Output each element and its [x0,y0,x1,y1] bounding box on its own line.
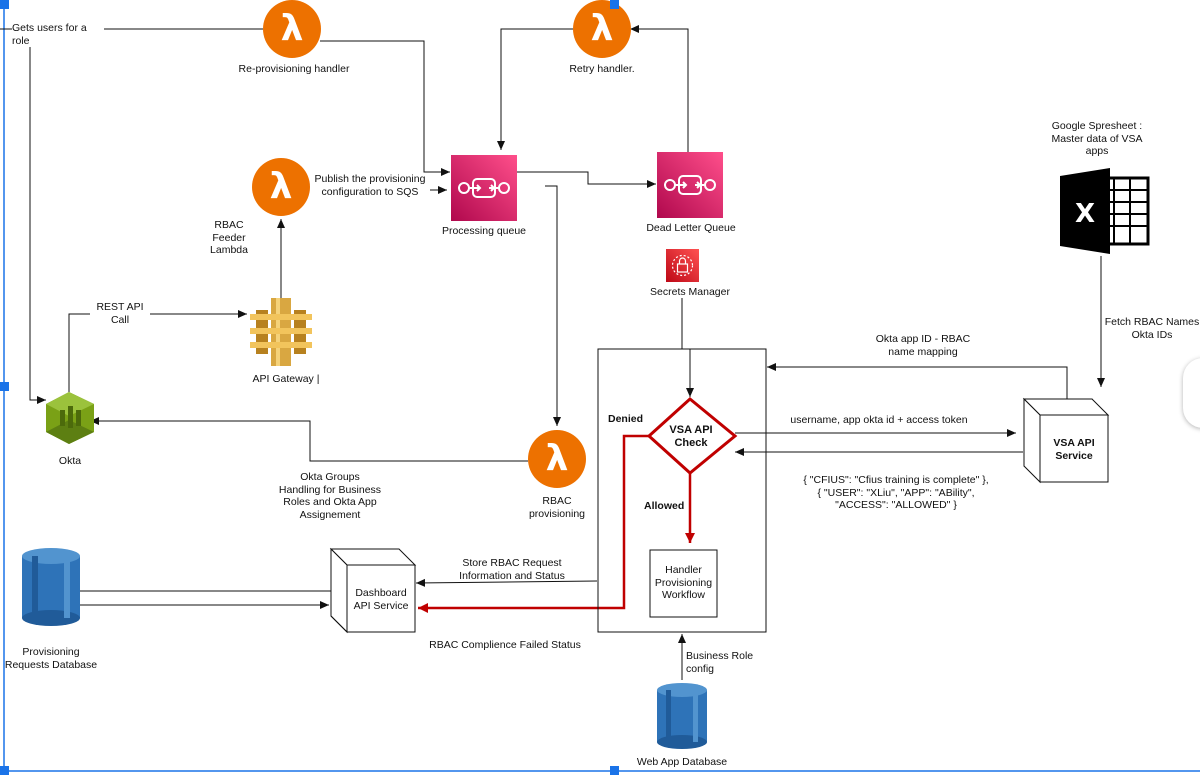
sqs-queue-icon[interactable] [657,152,723,218]
lambda-icon[interactable]: λ [573,0,631,58]
edge-denied[interactable] [418,434,649,613]
sqs-queue-icon[interactable] [451,155,517,221]
svg-text:λ: λ [281,8,304,49]
selection-handle[interactable] [0,766,9,775]
edge-label-okta-app-id-mapping: Okta app ID - RBAC name mapping [875,333,971,358]
edge-retry-to-queue[interactable] [497,28,575,150]
vsa-api-service-box[interactable] [1022,397,1110,484]
label-rbac-feeder-lambda: RBAC Feeder Lambda [210,219,248,257]
selection-handle[interactable] [610,766,619,775]
edge-label-rbac-compliance-failed: RBAC Complience Failed Status [429,639,581,651]
label-processing-queue: Processing queue [441,225,527,237]
edges [0,25,1105,680]
edge-okta-to-apigw[interactable] [68,310,247,392]
lambda-icon[interactable]: λ [528,430,586,488]
lambda-icon[interactable]: λ [252,158,310,216]
edge-label-fetch-rbac-names: Fetch RBAC Names Okta IDs [1104,316,1200,341]
dashboard-api-service-box[interactable] [329,547,417,634]
label-api-gateway: API Gateway | [252,373,320,385]
edge-label-business-role-config: Business Role config [686,650,754,675]
edge-label-gets-users: Gets users for a role [12,22,104,48]
edge-label-rest-api-call: REST API Call [90,301,150,327]
label-secrets-manager: Secrets Manager [650,286,730,298]
svg-text:λ: λ [591,8,614,49]
vsa-workflow-container[interactable] [597,348,767,633]
excel-icon[interactable]: X [1060,168,1150,254]
label-google-spreadsheet: Google Spresheet : Master data of VSA ap… [1051,120,1143,158]
database-icon[interactable] [657,683,707,749]
secrets-manager-icon[interactable] [666,249,699,282]
label-handler-provisioning-workflow: Handler Provisioning Workflow [654,564,713,602]
database-icon[interactable] [22,548,80,626]
edge-container-to-dashboard[interactable] [415,578,598,587]
edge-label-username-token: username, app okta id + access token [790,414,968,426]
label-dashboard-api-service: Dashboard API Service [353,587,409,612]
edge-label-publish-config: Publish the provisioning configuration t… [310,173,430,199]
edge-label-denied: Denied [608,413,644,425]
svg-text:λ: λ [546,438,569,479]
label-rbac-provisioning: RBAC provisioning [528,495,586,520]
edge-dlq-to-retry[interactable] [630,25,689,152]
label-vsa-api-service: VSA API Service [1053,437,1095,462]
selection-handle[interactable] [0,382,9,391]
edge-provisioning-to-okta[interactable] [90,417,528,462]
label-web-app-database: Web App Database [636,756,728,768]
svg-text:X: X [1075,199,1095,229]
selection-handle[interactable] [0,0,9,9]
scroll-right-button[interactable] [1183,358,1200,428]
edge-to-okta[interactable] [29,29,46,404]
label-provisioning-requests-database: Provisioning Requests Database [4,646,98,671]
edge-label-store-rbac-request: Store RBAC Request Information and Statu… [459,557,565,582]
edge-vsa-to-container[interactable] [767,363,1068,399]
svg-text:λ: λ [270,166,293,207]
label-retry-handler: Retry handler. [569,63,635,75]
okta-icon[interactable] [46,392,94,444]
api-gateway-icon[interactable] [250,298,312,366]
label-reprovisioning-handler: Re-provisioning handler [238,63,350,75]
vsa-api-check-diamond[interactable] [646,397,738,475]
lambda-icon[interactable]: λ [263,0,321,58]
handler-provisioning-workflow-box[interactable] [649,549,718,618]
label-okta: Okta [58,455,82,467]
edge-reprov-to-queue[interactable] [320,40,450,176]
edge-label-okta-groups: Okta Groups Handling for Business Roles … [278,471,382,521]
edge-label-response-json: { "CFIUS": "Cfius training is complete" … [803,474,989,512]
selection-handle[interactable] [610,0,619,9]
edge-queue-to-provisioning[interactable] [545,185,561,426]
label-vsa-api-check[interactable]: VSA API Check [669,424,713,450]
red-edges [418,434,695,613]
edge-queue-to-dlq[interactable] [517,171,656,188]
edge-label-allowed: Allowed [644,500,685,512]
label-dead-letter-queue: Dead Letter Queue [646,222,736,234]
